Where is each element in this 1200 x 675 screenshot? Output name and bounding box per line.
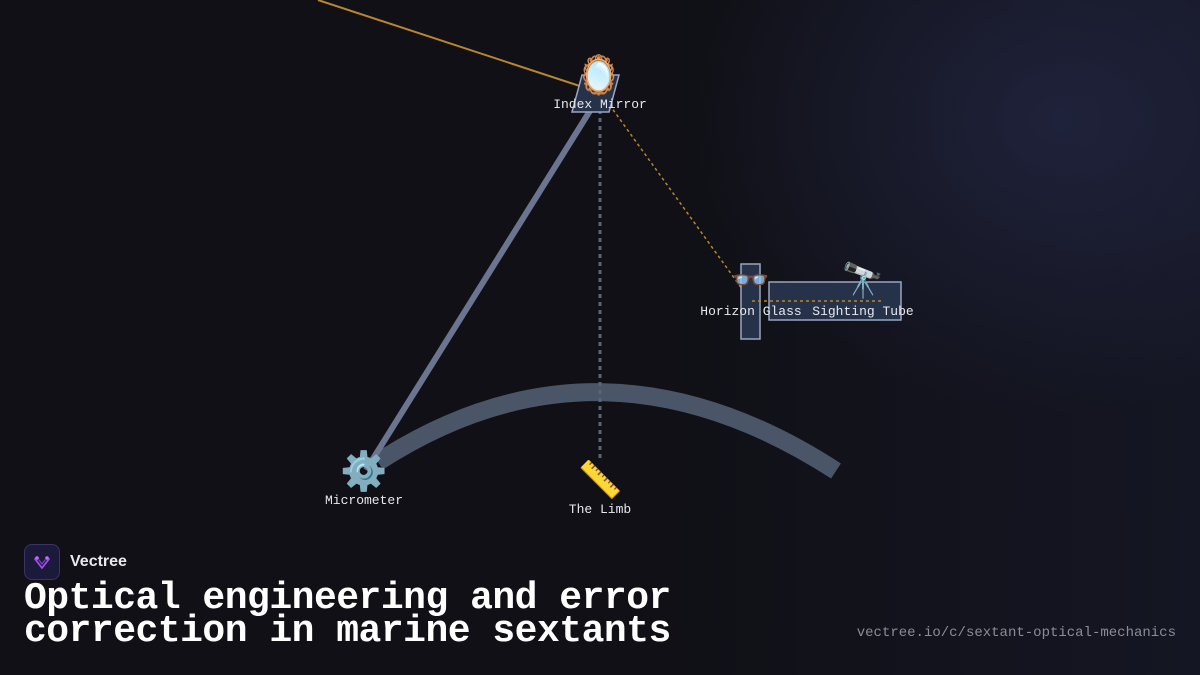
glasses-icon: 👓 (732, 263, 769, 298)
brand-name: Vectree (70, 553, 127, 570)
source-url[interactable]: vectree.io/c/sextant-optical-mechanics (856, 625, 1176, 641)
index-mirror-label: Index Mirror (553, 97, 647, 112)
index-mirror-body (571, 74, 620, 113)
ruler-icon: 📏 (578, 459, 623, 501)
page-title: Optical engineering and error correction… (24, 577, 671, 653)
vectree-logo-icon (24, 544, 60, 580)
micrometer-label: Micrometer (325, 493, 403, 508)
mirror-icon: 🪞 (575, 53, 622, 97)
sighting-tube-label: Sighting Tube (812, 304, 913, 319)
reflected-light-ray (605, 99, 751, 301)
the-limb-label: The Limb (569, 502, 631, 517)
incoming-light-ray (317, 0, 599, 93)
index-arm (363, 96, 601, 472)
brand: Vectree (24, 544, 127, 580)
limb-arc (373, 383, 841, 479)
gear-icon: ⚙️ (340, 449, 387, 493)
horizon-glass-label: Horizon Glass (700, 304, 801, 319)
telescope-icon: 🔭 (842, 261, 884, 301)
